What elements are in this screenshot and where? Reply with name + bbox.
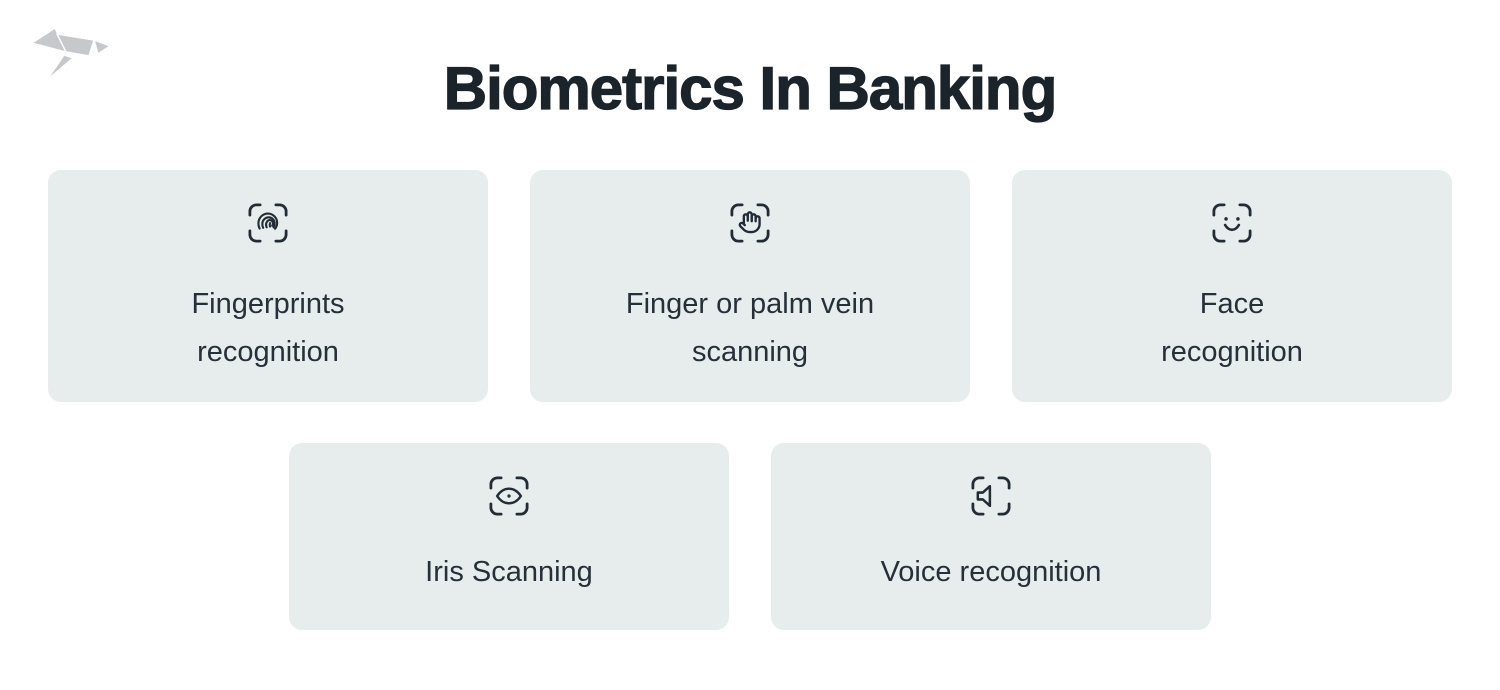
card-label-line: Fingerprints [191,288,345,320]
card-label-line: Iris Scanning [425,556,593,588]
card-label: Voice recognition [881,548,1102,596]
card-label-line: Voice recognition [880,556,1102,588]
card-label: Finger or palm vein scanning [626,280,874,376]
card-label: Iris Scanning [425,548,593,596]
card-label-line: recognition [197,336,339,368]
eye-scan-icon [489,476,529,516]
card-voice-recognition: Voice recognition [771,443,1211,630]
card-label: Face recognition [1161,280,1303,376]
card-label-line: Face [1199,288,1265,320]
hand-scan-icon [730,203,770,243]
origami-bird-logo [32,28,110,81]
cards-row-2: Iris Scanning Voice recognition [0,443,1500,630]
card-label: Fingerprints recognition [191,280,344,376]
page-title: Biometrics In Banking [443,54,1058,122]
card-label-line: Finger or palm vein [625,288,875,320]
card-iris-scanning: Iris Scanning [289,443,729,630]
card-face-recognition: Face recognition [1012,170,1452,402]
cards-row-1: Fingerprints recognition Finger or palm … [0,170,1500,402]
fingerprint-scan-icon [248,203,288,243]
card-fingerprints-recognition: Fingerprints recognition [48,170,488,402]
card-label-line: scanning [691,336,809,368]
card-finger-or-palm-vein-scanning: Finger or palm vein scanning [530,170,970,402]
speaker-scan-icon [971,476,1011,516]
card-label-line: recognition [1161,336,1303,368]
face-scan-icon [1212,203,1252,243]
